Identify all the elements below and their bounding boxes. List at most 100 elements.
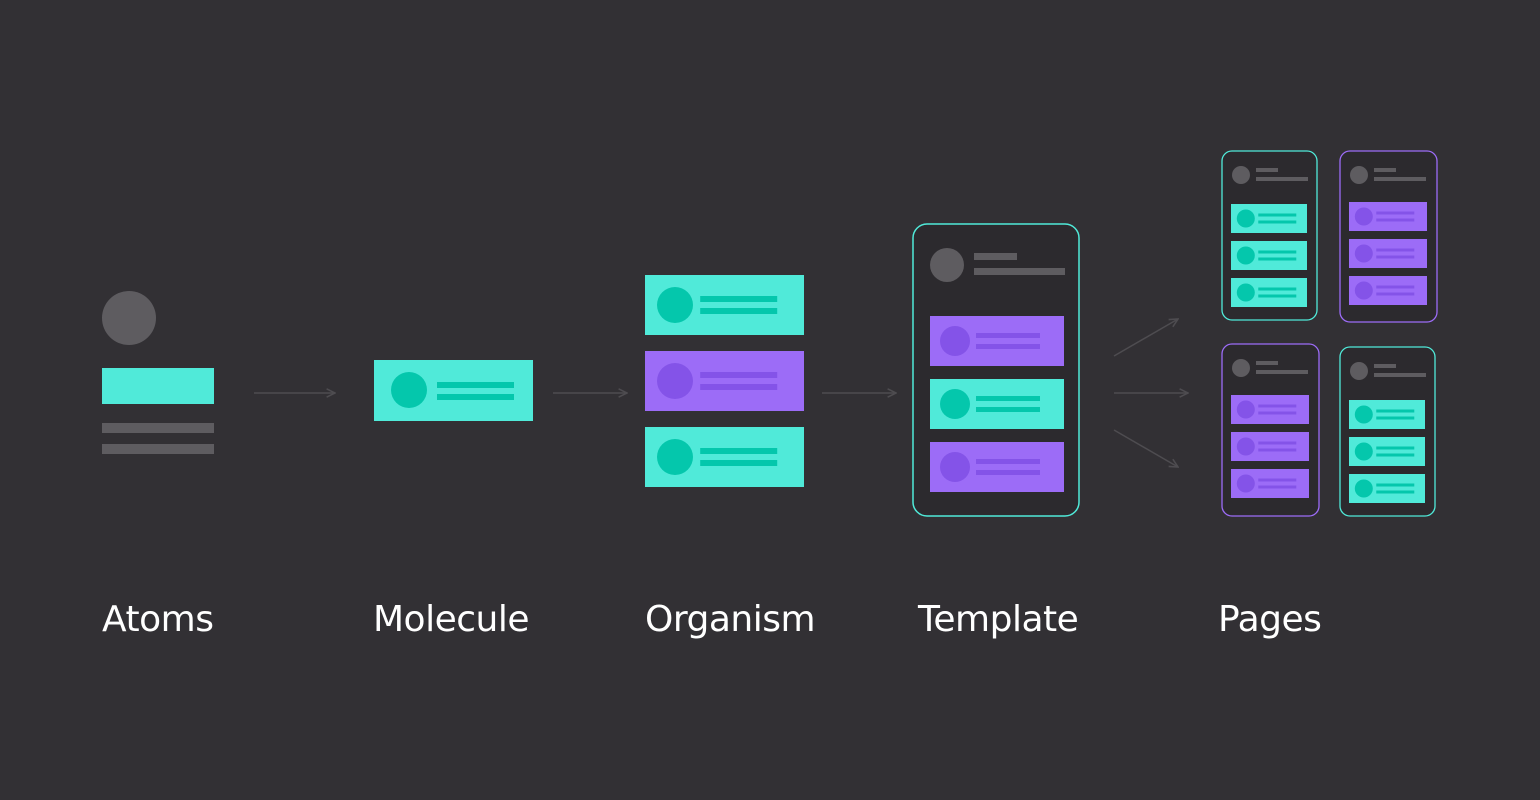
page-header-line	[1256, 168, 1278, 172]
organism-card	[645, 275, 804, 335]
stage-label-pages: Pages	[1218, 599, 1322, 640]
template-card-avatar	[940, 452, 970, 482]
page-card	[1349, 474, 1425, 503]
page-card-line	[1258, 250, 1297, 254]
molecule-card-avatar	[391, 372, 427, 408]
page-card-line	[1258, 287, 1297, 291]
organism-card	[645, 351, 804, 411]
page-card	[1231, 395, 1309, 424]
organism-card-line	[700, 384, 778, 390]
template-card-line	[976, 333, 1040, 338]
page-header-line	[1256, 177, 1308, 181]
page-card	[1231, 469, 1309, 498]
page-card-line	[1376, 446, 1415, 450]
atoms-group	[102, 291, 214, 454]
template-group	[912, 223, 1080, 517]
page-card-line	[1376, 416, 1415, 420]
page-card	[1231, 432, 1309, 461]
page-card-line	[1258, 441, 1297, 445]
arrow-template-to-pages-up	[1113, 319, 1178, 357]
page-card-line	[1258, 404, 1297, 408]
page-card	[1349, 276, 1427, 305]
molecule-card-line	[437, 382, 514, 388]
page-card-line	[1258, 448, 1297, 452]
page-card-line	[1376, 255, 1415, 259]
template-card-line	[976, 470, 1040, 475]
page-frame	[1221, 150, 1318, 321]
organism-card-line	[700, 372, 778, 378]
page-card	[1231, 204, 1307, 233]
pages-group	[1221, 150, 1438, 517]
template-card-line	[976, 407, 1040, 412]
page-card-line	[1258, 411, 1297, 415]
page-card-avatar	[1354, 405, 1373, 424]
organism-card-line	[700, 308, 778, 314]
page-card-avatar	[1236, 474, 1255, 493]
page-header-avatar	[1350, 166, 1368, 184]
page-card-avatar	[1354, 244, 1373, 263]
organism-card-line	[700, 296, 778, 302]
page-card-line	[1258, 294, 1297, 298]
page-card-line	[1376, 292, 1415, 296]
organism-group	[645, 275, 804, 487]
page-header-line	[1374, 168, 1396, 172]
page-card-line	[1376, 285, 1415, 289]
page-header-line	[1256, 370, 1308, 374]
page-card	[1231, 278, 1307, 307]
atom-line	[102, 423, 214, 433]
page-card-avatar	[1236, 400, 1255, 419]
page-card-avatar	[1354, 479, 1373, 498]
template-card	[930, 442, 1064, 492]
page-card-line	[1376, 218, 1415, 222]
organism-card-line	[700, 448, 778, 454]
page-card-line	[1258, 220, 1297, 224]
template-header-line	[974, 268, 1065, 275]
template-card	[930, 316, 1064, 366]
page-card-line	[1376, 490, 1415, 494]
arrow-template-to-pages-down	[1113, 429, 1178, 467]
page-card-avatar	[1236, 437, 1255, 456]
page-header-avatar	[1232, 166, 1250, 184]
page-card-line	[1376, 409, 1415, 413]
page-frame-group	[1221, 343, 1320, 517]
page-header-avatar	[1350, 362, 1368, 380]
page-card-line	[1258, 485, 1297, 489]
page-header-line	[1374, 177, 1426, 181]
organism-card-avatar	[657, 287, 693, 323]
organism-card-avatar	[657, 363, 693, 399]
page-card-avatar	[1354, 207, 1373, 226]
template-card	[930, 379, 1064, 429]
molecule-card	[374, 360, 533, 421]
page-card-line	[1376, 483, 1415, 487]
template-card-avatar	[940, 389, 970, 419]
page-card-avatar	[1354, 281, 1373, 300]
page-card-line	[1258, 213, 1297, 217]
organism-card-line	[700, 460, 778, 466]
page-header-avatar	[1232, 359, 1250, 377]
template-header-avatar	[930, 248, 964, 282]
organism-card	[645, 427, 804, 487]
organism-card-avatar	[657, 439, 693, 475]
molecule-card-line	[437, 394, 514, 400]
page-card	[1349, 202, 1427, 231]
stage-label-organism: Organism	[645, 599, 816, 640]
atom-circle	[102, 291, 156, 345]
page-card-avatar	[1236, 246, 1255, 265]
template-card-line	[976, 396, 1040, 401]
page-card-line	[1258, 478, 1297, 482]
page-card-avatar	[1236, 209, 1255, 228]
page-card-line	[1376, 453, 1415, 457]
atom-block	[102, 368, 214, 404]
page-card-avatar	[1236, 283, 1255, 302]
page-card	[1349, 400, 1425, 429]
page-card	[1231, 241, 1307, 270]
page-card-line	[1376, 248, 1415, 252]
template-card-line	[976, 459, 1040, 464]
template-card-avatar	[940, 326, 970, 356]
stage-label-molecule: Molecule	[373, 599, 530, 640]
page-card	[1349, 437, 1425, 466]
page-card	[1349, 239, 1427, 268]
stage-label-atoms: Atoms	[102, 599, 214, 640]
